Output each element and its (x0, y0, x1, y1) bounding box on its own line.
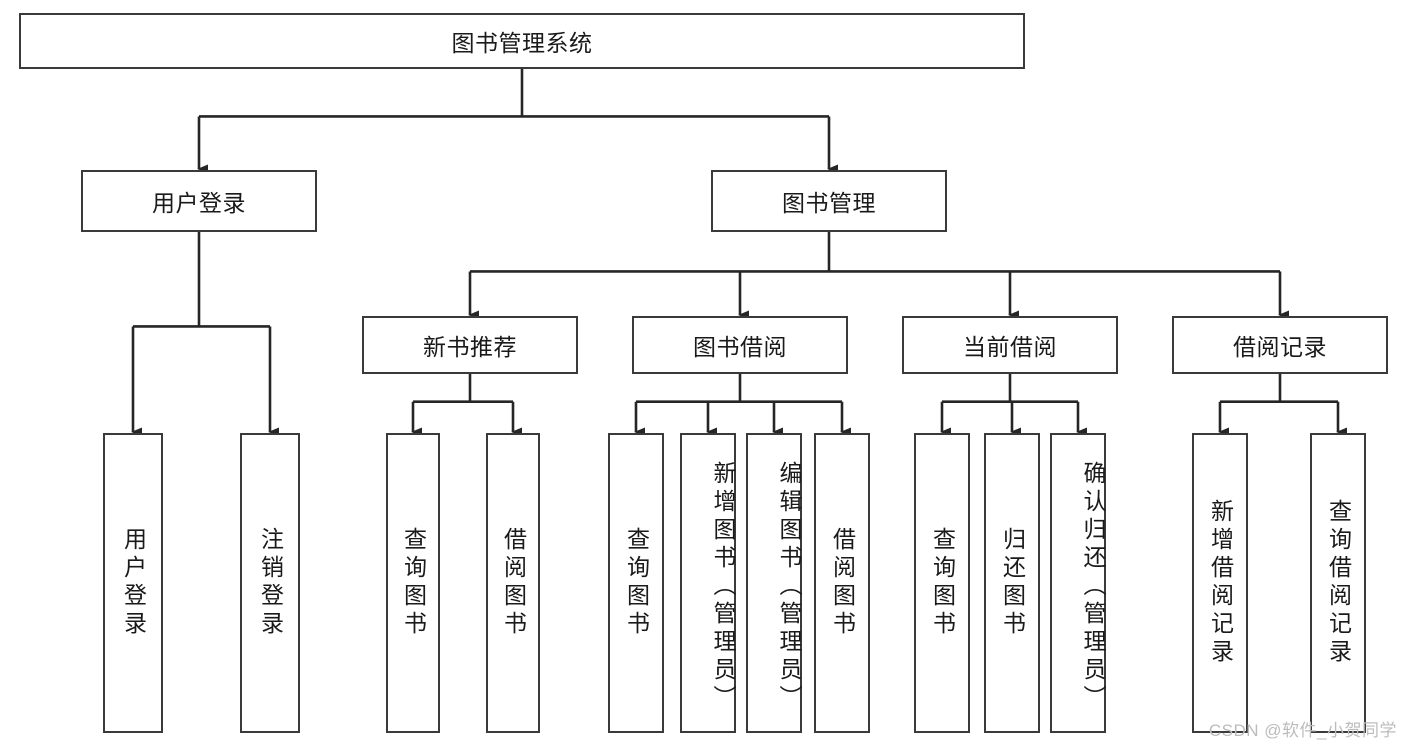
node-l-logout[interactable]: 注销登录 (240, 433, 300, 733)
node-l-addrec[interactable]: 新增借阅记录 (1192, 433, 1248, 733)
node-label: 图书管理 (782, 190, 876, 216)
node-l-borrow2[interactable]: 借阅图书 (814, 433, 870, 733)
node-label: 借阅图书 (500, 527, 527, 639)
node-root[interactable]: 图书管理系统 (19, 13, 1025, 69)
node-label: 新增图书（管理员） (710, 461, 736, 713)
node-records[interactable]: 借阅记录 (1172, 316, 1388, 374)
node-login[interactable]: 用户登录 (81, 170, 317, 232)
node-borrow[interactable]: 图书借阅 (632, 316, 848, 374)
node-l-add[interactable]: 新增图书（管理员） (680, 433, 736, 733)
node-label: 新书推荐 (423, 334, 517, 360)
watermark-label: CSDN @软件_小贺同学 (1208, 721, 1397, 740)
node-l-query3[interactable]: 查询图书 (914, 433, 970, 733)
node-current[interactable]: 当前借阅 (902, 316, 1118, 374)
node-label: 图书借阅 (693, 334, 787, 360)
node-label: 确认归还（管理员） (1080, 461, 1106, 713)
node-label: 编辑图书（管理员） (776, 461, 802, 713)
node-l-userlogin[interactable]: 用户登录 (103, 433, 163, 733)
node-newrec[interactable]: 新书推荐 (362, 316, 578, 374)
node-label: 借阅记录 (1233, 334, 1327, 360)
node-l-query1[interactable]: 查询图书 (386, 433, 440, 733)
node-l-confirm[interactable]: 确认归还（管理员） (1050, 433, 1106, 733)
node-l-query2[interactable]: 查询图书 (608, 433, 664, 733)
node-label: 用户登录 (152, 190, 246, 216)
node-l-return[interactable]: 归还图书 (984, 433, 1040, 733)
node-l-borrow1[interactable]: 借阅图书 (486, 433, 540, 733)
node-label: 归还图书 (999, 527, 1026, 639)
node-label: 查询借阅记录 (1325, 499, 1352, 667)
node-label: 图书管理系统 (451, 30, 593, 56)
node-label: 查询图书 (400, 527, 427, 639)
node-label: 借阅图书 (829, 527, 856, 639)
node-bookmgmt[interactable]: 图书管理 (711, 170, 947, 232)
node-l-edit[interactable]: 编辑图书（管理员） (746, 433, 802, 733)
node-label: 查询图书 (623, 527, 650, 639)
node-label: 注销登录 (257, 527, 284, 639)
node-label: 用户登录 (120, 527, 147, 639)
node-label: 当前借阅 (963, 334, 1057, 360)
node-label: 查询图书 (929, 527, 956, 639)
node-l-queryrec[interactable]: 查询借阅记录 (1310, 433, 1366, 733)
node-label: 新增借阅记录 (1207, 499, 1234, 667)
